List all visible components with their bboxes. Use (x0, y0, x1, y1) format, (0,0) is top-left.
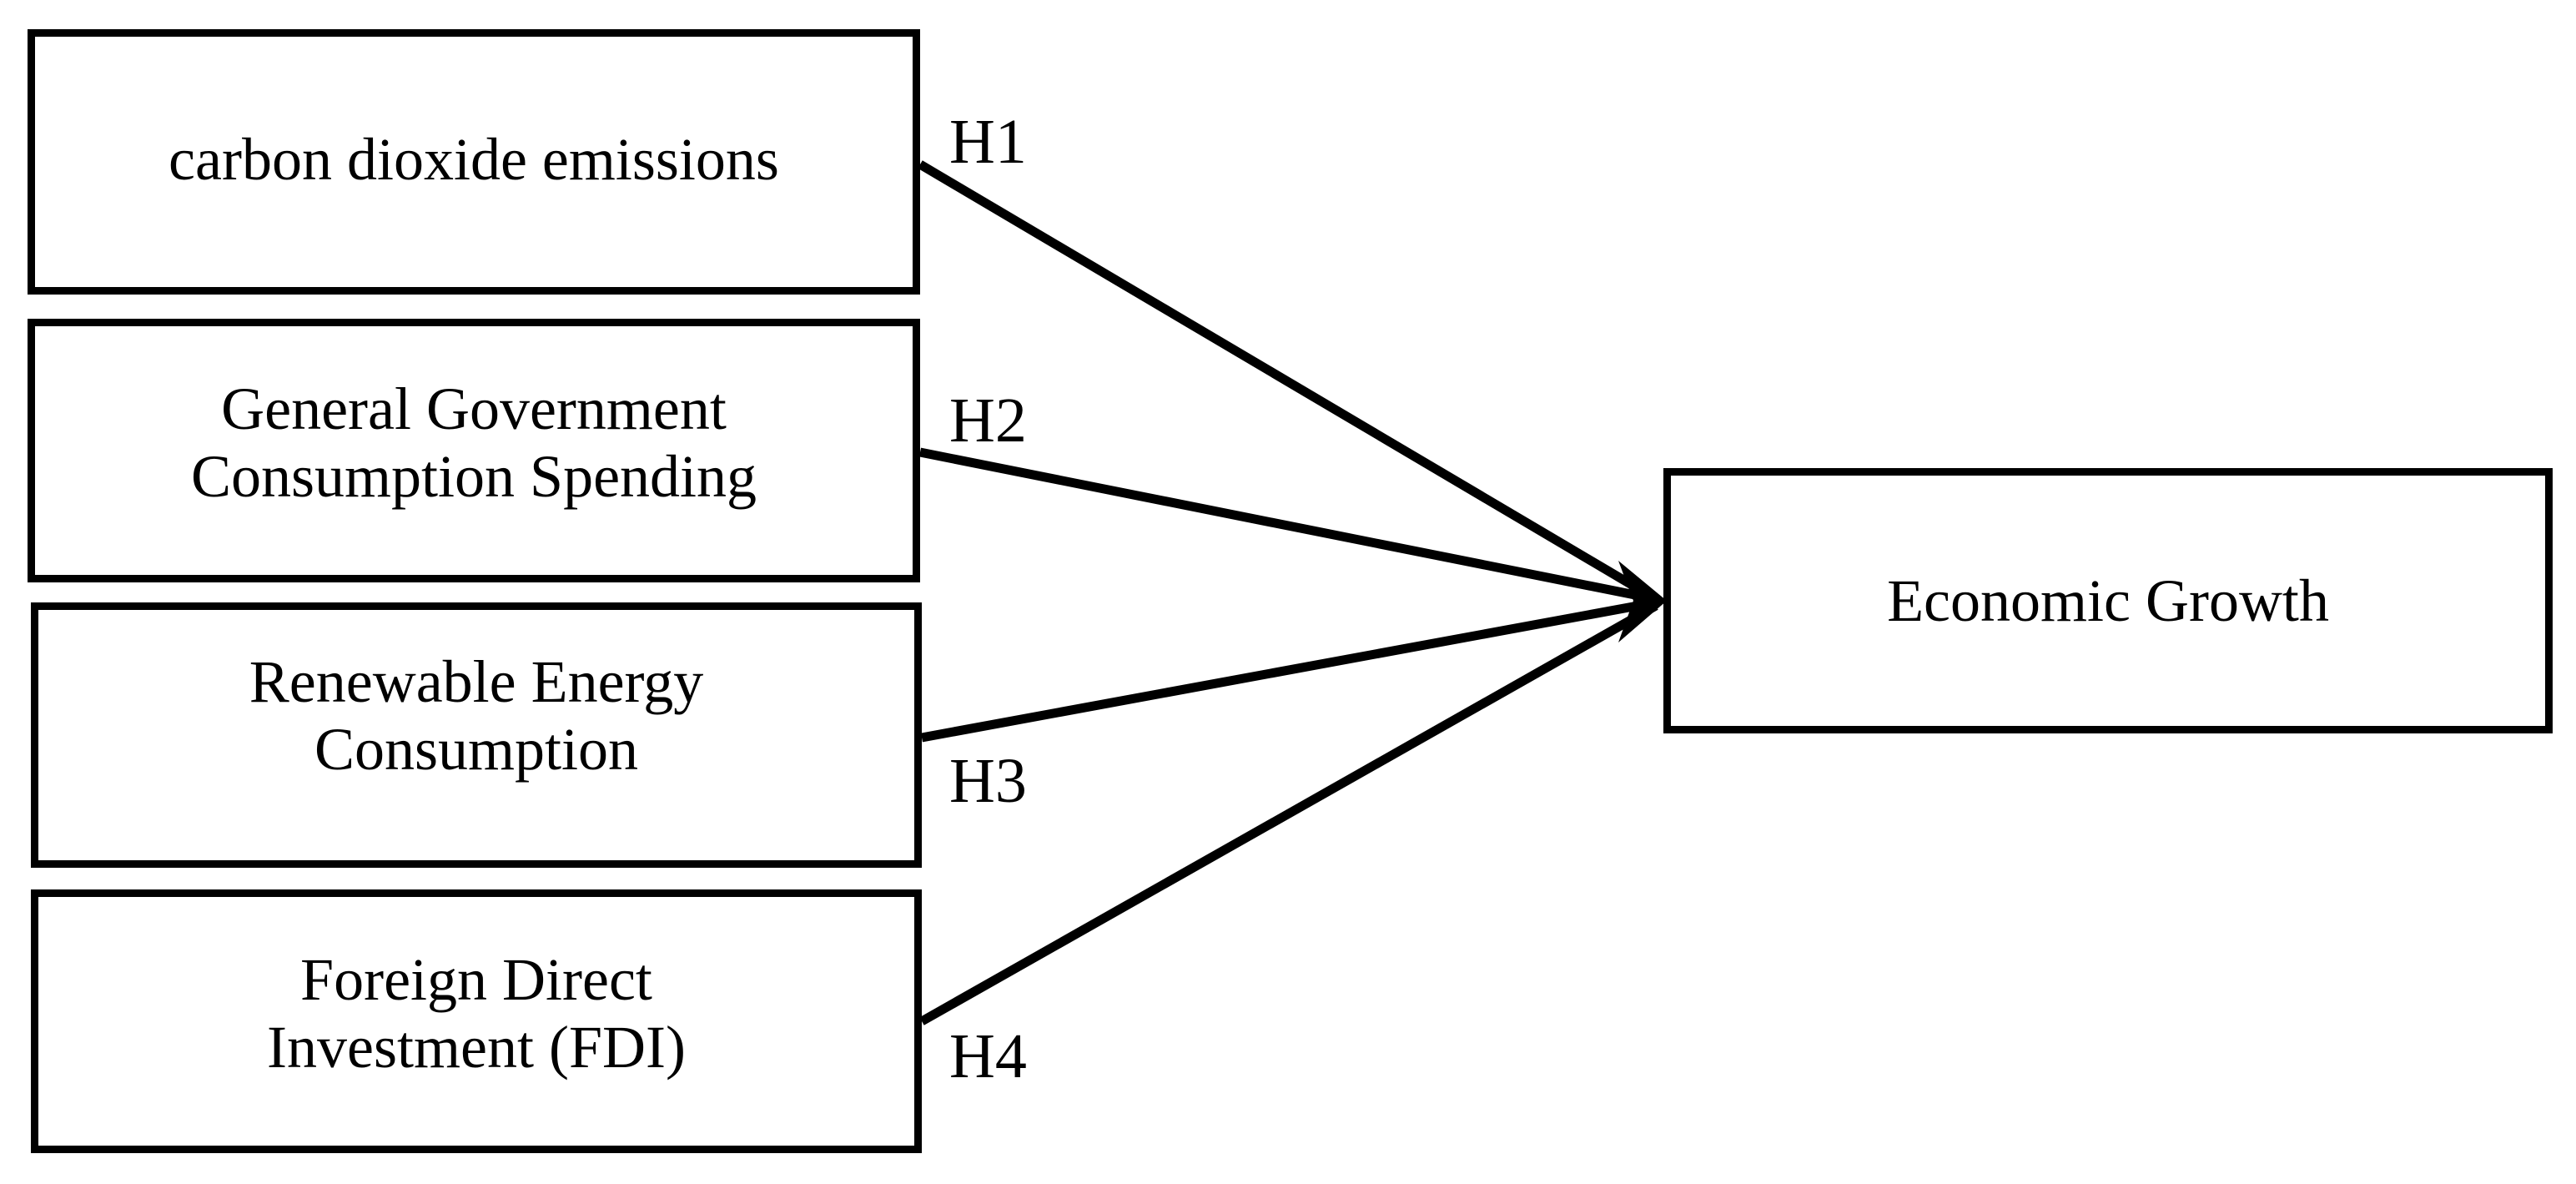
node-economic-growth[interactable]: Economic Growth (1663, 468, 2553, 733)
node-label-renewable-energy-consumption: Renewable Energy Consumption (249, 648, 704, 783)
hypothesis-label-h3: H3 (949, 746, 1027, 816)
node-renewable-energy-consumption[interactable]: Renewable Energy Consumption (31, 602, 922, 868)
node-label-general-government-consumption-spending: General Government Consumption Spending (190, 375, 757, 510)
node-foreign-direct-investment[interactable]: Foreign Direct Investment (FDI) (31, 889, 922, 1153)
arrowhead-icon (1618, 561, 1667, 642)
node-general-government-consumption-spending[interactable]: General Government Consumption Spending (28, 319, 920, 582)
node-label-foreign-direct-investment: Foreign Direct Investment (FDI) (267, 946, 686, 1081)
edge-h3 (921, 597, 1657, 743)
edge-h1 (918, 160, 1658, 603)
edge-h2 (918, 447, 1658, 604)
hypothesis-label-h2: H2 (949, 385, 1027, 456)
hypothesis-label-h1: H1 (949, 107, 1027, 177)
edge-h4 (919, 602, 1658, 1025)
hypothesis-label-h4: H4 (949, 1021, 1027, 1091)
node-label-economic-growth: Economic Growth (1887, 567, 2329, 634)
node-carbon-dioxide-emissions[interactable]: carbon dioxide emissions (28, 29, 920, 295)
node-label-carbon-dioxide-emissions: carbon dioxide emissions (169, 125, 779, 193)
